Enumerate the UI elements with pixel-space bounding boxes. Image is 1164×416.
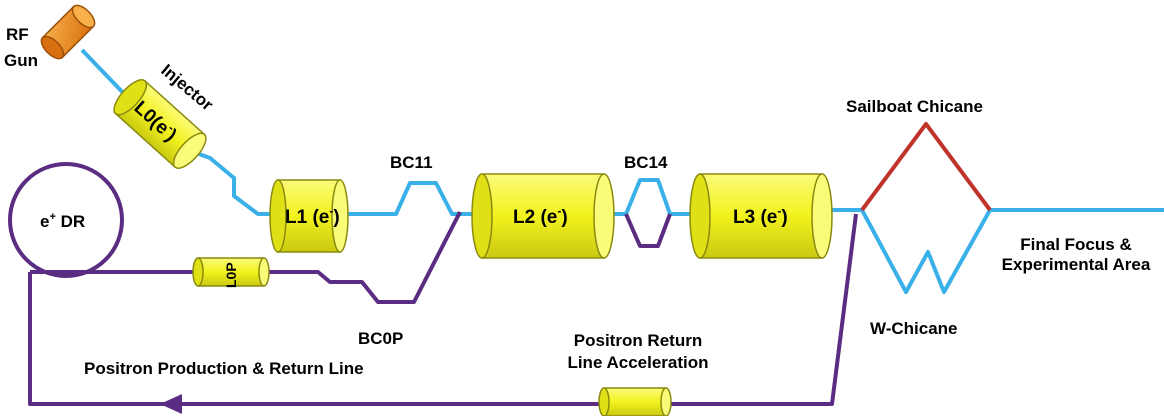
w-chicane [860,209,992,294]
return-arrow-icon [160,394,182,414]
return-line-left [28,272,175,406]
return-line-cavity [598,387,672,416]
l2-cavity: L2 (e-) [471,173,615,259]
final-focus-label-line2: Experimental Area [1002,255,1151,274]
dr-label: e+ DR [40,211,85,231]
l0p-label: L0P [223,262,239,288]
l3-cavity: L3 (e-) [689,173,833,259]
electron-beamline [80,48,1164,294]
l2-label: L2 (e-) [513,204,568,228]
rf-gun [40,4,96,60]
extraction-to-bc0p [268,211,462,304]
l0p-cavity: L0P [192,257,270,288]
l3-label: L3 (e-) [733,204,788,228]
bc11-chicane [340,181,482,216]
rf-gun-label-line1: RF [6,25,29,44]
bc11-label: BC11 [390,153,433,172]
bc14-lower-path [624,213,672,248]
w-chicane-label: W-Chicane [870,319,958,338]
bc14-label: BC14 [624,153,668,172]
l0-cavity: L0(e-) [113,79,207,169]
damping-ring [8,162,124,278]
return-line-right [666,213,858,406]
positron-beamline [8,162,858,406]
l1-label: L1 (e-) [285,204,340,228]
bc14-chicane [604,178,700,216]
positron-production-label: Positron Production & Return Line [84,359,364,378]
sailboat-chicane [860,122,992,212]
gun-to-injector-line [80,48,132,102]
positron-return-label-line1: Positron Return [574,331,702,350]
rf-gun-label-line2: Gun [4,51,38,70]
sailboat-chicane-label: Sailboat Chicane [846,97,983,116]
l1-cavity: L1 (e-) [269,179,349,253]
positron-return-label-line2: Line Acceleration [567,353,708,372]
l0-to-l1-line [187,148,278,216]
final-focus-label-line1: Final Focus & [1020,235,1131,254]
bc0p-label: BC0P [358,329,403,348]
